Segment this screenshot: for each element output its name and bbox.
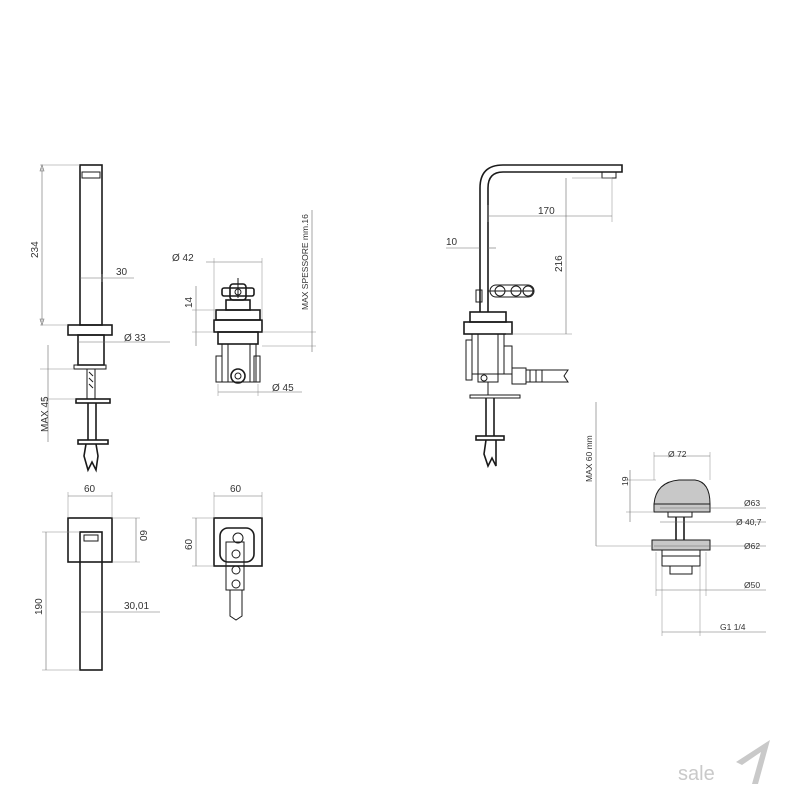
dim-mixer-plan-depth: 60 (184, 538, 195, 550)
spout-plan-view (42, 492, 160, 671)
dim-waste-max: MAX 60 mm (584, 435, 594, 482)
dim-front-max: MAX 45 (40, 396, 51, 432)
mixer-front-view (192, 210, 316, 396)
dim-234: 234 (30, 241, 41, 258)
dim-plan-width: 60 (84, 484, 96, 495)
dim-side-height: 216 (554, 255, 565, 272)
dim-thickness: MAX SPESSORE mm.16 (300, 214, 310, 310)
spout-front-view (39, 164, 170, 473)
dim-waste-cap-dia: Ø 72 (668, 449, 687, 459)
brand-name: sale (678, 763, 715, 785)
dim-front-width: 30 (116, 267, 128, 278)
dim-body-dia: Ø 45 (272, 383, 294, 394)
spout-side-view (446, 164, 623, 469)
dim-plan-spout: 30,01 (124, 601, 149, 612)
brand-logo: sale (678, 740, 770, 785)
dim-waste-h: 19 (620, 476, 630, 486)
dim-plan-length: 190 (34, 598, 45, 615)
waste-view (595, 402, 766, 636)
dim-mixer-plan-width: 60 (230, 484, 242, 495)
seven-mark-icon (736, 740, 770, 784)
dim-front-base-dia: Ø 33 (124, 333, 146, 344)
dim-handle-dia: Ø 42 (172, 253, 194, 264)
dim-waste-d40: Ø 40,7 (736, 517, 762, 527)
dim-waste-d63: Ø63 (744, 498, 760, 508)
dim-side-reach: 170 (538, 206, 555, 217)
mixer-plan-view (192, 492, 263, 621)
dim-side-offset: 10 (446, 237, 458, 248)
dim-handle-h: 14 (184, 296, 195, 308)
dim-plan-depth: 60 (137, 530, 148, 542)
lever-handle (488, 284, 535, 298)
dim-waste-d50: Ø50 (744, 580, 760, 590)
dim-waste-d62: Ø62 (744, 541, 760, 551)
dim-waste-thread: G1 1/4 (720, 622, 746, 632)
